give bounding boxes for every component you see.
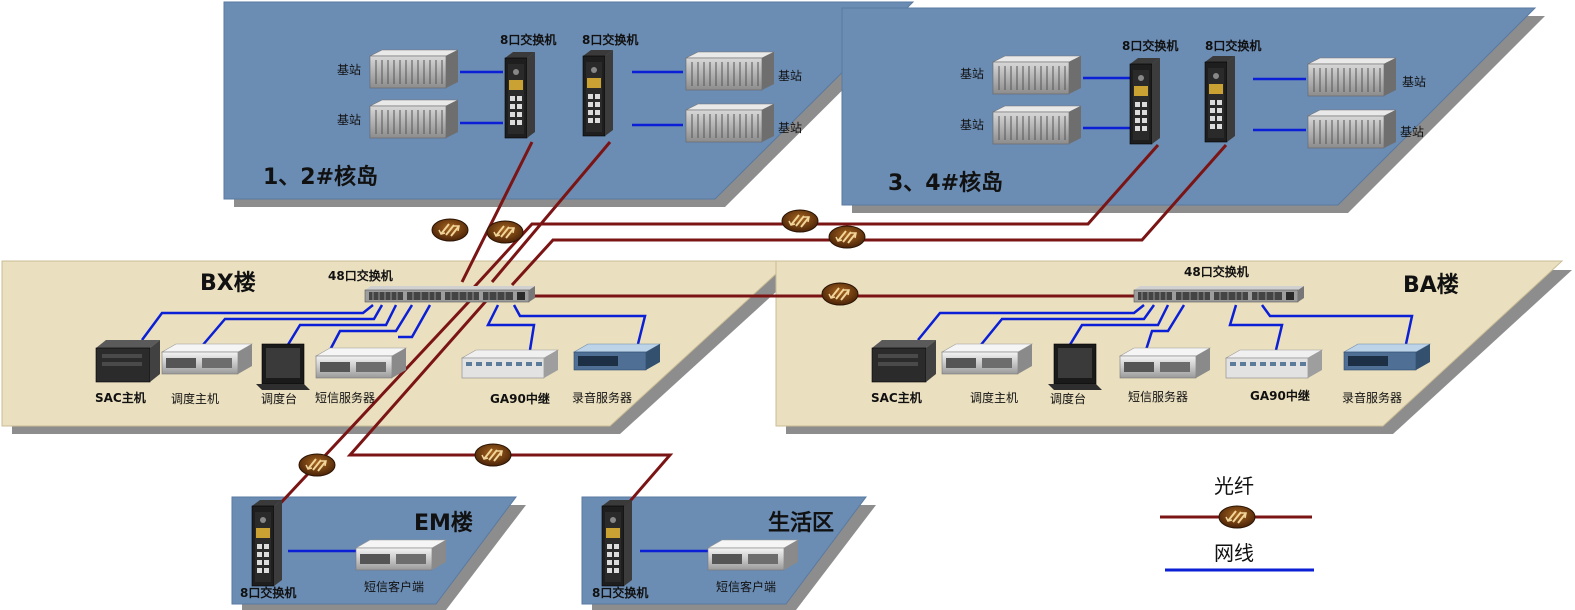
fiber-connector-icon — [431, 218, 469, 242]
ga90-relay-icon — [1225, 349, 1323, 379]
label-sms-server: 短信服务器 — [1128, 389, 1188, 404]
label-sms-client: 短信客户端 — [364, 579, 424, 594]
switch8-icon — [251, 499, 283, 587]
legend-network-label: 网线 — [1214, 541, 1254, 565]
zone-title-living: 生活区 — [768, 511, 834, 536]
zone-title-nuclear-34: 3、4#核岛 — [888, 170, 1003, 196]
label-switch8: 8口交换机 — [240, 585, 296, 600]
label-sms-server: 短信服务器 — [315, 390, 375, 405]
fiber-connector-icon — [781, 209, 819, 233]
sac-host-icon — [95, 339, 161, 383]
label-base-station: 基站 — [337, 113, 361, 127]
label-base-station: 基站 — [960, 118, 984, 132]
ga90-relay-icon — [461, 349, 559, 379]
label-dispatch-host: 调度主机 — [171, 391, 219, 406]
fiber-connector-icon — [828, 225, 866, 249]
base-station-icon — [1307, 57, 1397, 97]
label-base-station: 基站 — [960, 67, 984, 81]
label-sms-client: 短信客户端 — [716, 579, 776, 594]
label-ga90-relay: GA90中继 — [1250, 388, 1310, 403]
zone-title-bx: BX楼 — [200, 271, 256, 296]
base-station-icon — [685, 103, 775, 143]
label-switch48: 48口交换机 — [1184, 264, 1249, 279]
sms-server-icon — [1119, 347, 1211, 379]
sms-server-icon — [315, 347, 407, 379]
label-dispatch-console: 调度台 — [1050, 391, 1086, 406]
base-station-icon — [992, 55, 1082, 95]
label-sac-host: SAC主机 — [95, 390, 146, 405]
fiber-connector-icon — [474, 443, 512, 467]
switch8-icon — [1129, 57, 1161, 145]
legend-fiber-label: 光纤 — [1214, 474, 1254, 498]
fiber-connector-icon — [486, 220, 524, 244]
label-base-station: 基站 — [1402, 75, 1426, 89]
label-switch48: 48口交换机 — [328, 268, 393, 283]
label-sac-host: SAC主机 — [871, 390, 922, 405]
dispatch-host-icon — [941, 343, 1033, 375]
label-switch8: 8口交换机 — [500, 32, 556, 47]
base-station-icon — [1307, 109, 1397, 149]
label-switch8: 8口交换机 — [1122, 38, 1178, 53]
zone-title-nuclear-12: 1、2#核岛 — [263, 164, 378, 190]
dispatch-console-icon — [1047, 343, 1103, 391]
base-station-icon — [369, 99, 459, 139]
label-ga90-relay: GA90中继 — [490, 391, 550, 406]
label-base-station: 基站 — [1400, 125, 1424, 139]
switch48-icon — [364, 285, 536, 303]
switch8-icon — [1204, 55, 1236, 143]
label-switch8: 8口交换机 — [592, 585, 648, 600]
sms-client-icon — [355, 539, 447, 571]
recording-server-icon — [573, 343, 661, 371]
label-switch8: 8口交换机 — [582, 32, 638, 47]
switch48-icon — [1133, 285, 1305, 303]
label-switch8: 8口交换机 — [1205, 38, 1261, 53]
switch8-icon — [601, 499, 633, 587]
zone-title-em: EM楼 — [414, 511, 473, 536]
fiber-connector-icon — [298, 453, 336, 477]
switch8-icon — [582, 49, 614, 137]
base-station-icon — [369, 49, 459, 89]
label-base-station: 基站 — [337, 63, 361, 77]
fiber-connector-icon — [1218, 505, 1256, 529]
label-recording-server: 录音服务器 — [572, 390, 632, 405]
label-recording-server: 录音服务器 — [1342, 390, 1402, 405]
network-cables — [140, 70, 1414, 553]
label-base-station: 基站 — [778, 121, 802, 135]
zone-title-ba: BA楼 — [1403, 273, 1459, 298]
fiber-connector-icon — [821, 282, 859, 306]
label-dispatch-host: 调度主机 — [970, 390, 1018, 405]
sac-host-icon — [871, 339, 937, 383]
label-base-station: 基站 — [778, 69, 802, 83]
sms-client-icon — [707, 539, 799, 571]
dispatch-console-icon — [255, 343, 311, 391]
dispatch-host-icon — [161, 343, 253, 375]
base-station-icon — [992, 105, 1082, 145]
recording-server-icon — [1343, 343, 1431, 371]
base-station-icon — [685, 51, 775, 91]
label-dispatch-console: 调度台 — [261, 391, 297, 406]
legend: 光纤 网线 — [1160, 474, 1314, 572]
switch8-icon — [504, 51, 536, 139]
